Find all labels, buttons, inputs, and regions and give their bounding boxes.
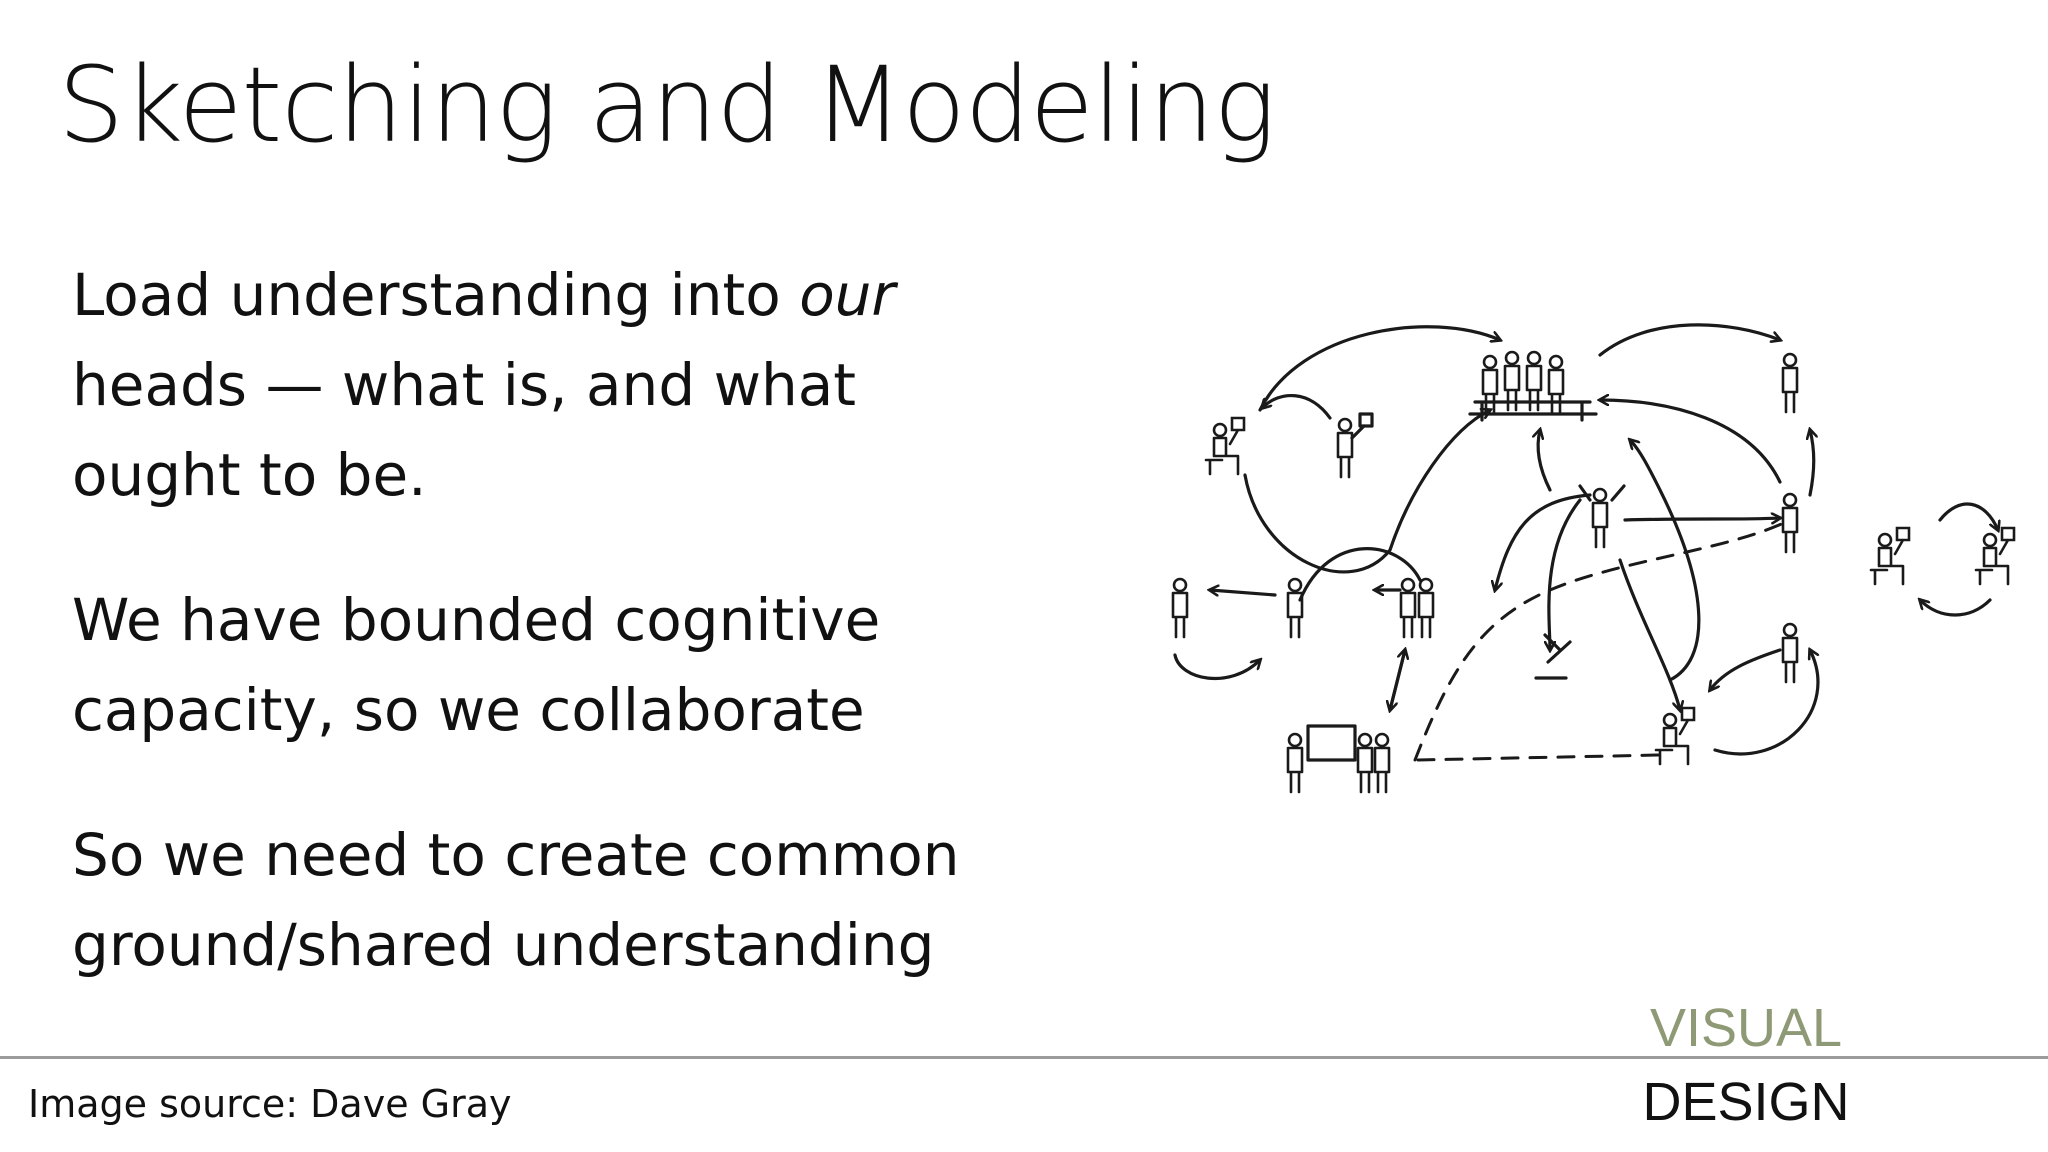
connection-arrows: [1173, 323, 1998, 756]
paragraph-line: heads — what is, and what: [72, 351, 857, 419]
presenter-figures: [1171, 352, 2016, 794]
brand-line-visual: VISUAL: [1649, 998, 1843, 1058]
footer-divider: [0, 1056, 2048, 1059]
paragraph-line: We have bounded cognitive: [72, 586, 881, 654]
paragraph-line: ground/shared understanding: [72, 911, 935, 979]
collaboration-sketch: [1171, 323, 2016, 794]
course-brand: VISUAL DESIGN: [1596, 994, 1896, 1136]
brand-line-design: DESIGN: [1642, 1072, 1850, 1132]
slide-title: Sketching and Modeling: [58, 44, 1276, 166]
shared-understanding-dashes: [1413, 518, 1792, 762]
paragraph-line: capacity, so we collaborate: [72, 676, 865, 744]
paragraph-understanding: Load understanding into our heads — what…: [72, 250, 1072, 520]
paragraph-line: So we need to create common: [72, 821, 960, 889]
image-source-credit: Image source: Dave Gray: [28, 1082, 512, 1126]
paragraph-capacity: We have bounded cognitive capacity, so w…: [72, 575, 1072, 755]
slide-body: Load understanding into our heads — what…: [72, 250, 1072, 990]
emphasis-text: our: [799, 261, 896, 329]
paragraph-common-ground: So we need to create common ground/share…: [72, 810, 1072, 990]
paragraph-text: Load understanding into: [72, 261, 800, 329]
paragraph-line: Load understanding into our: [72, 250, 1072, 340]
paragraph-line: ought to be.: [72, 441, 427, 509]
